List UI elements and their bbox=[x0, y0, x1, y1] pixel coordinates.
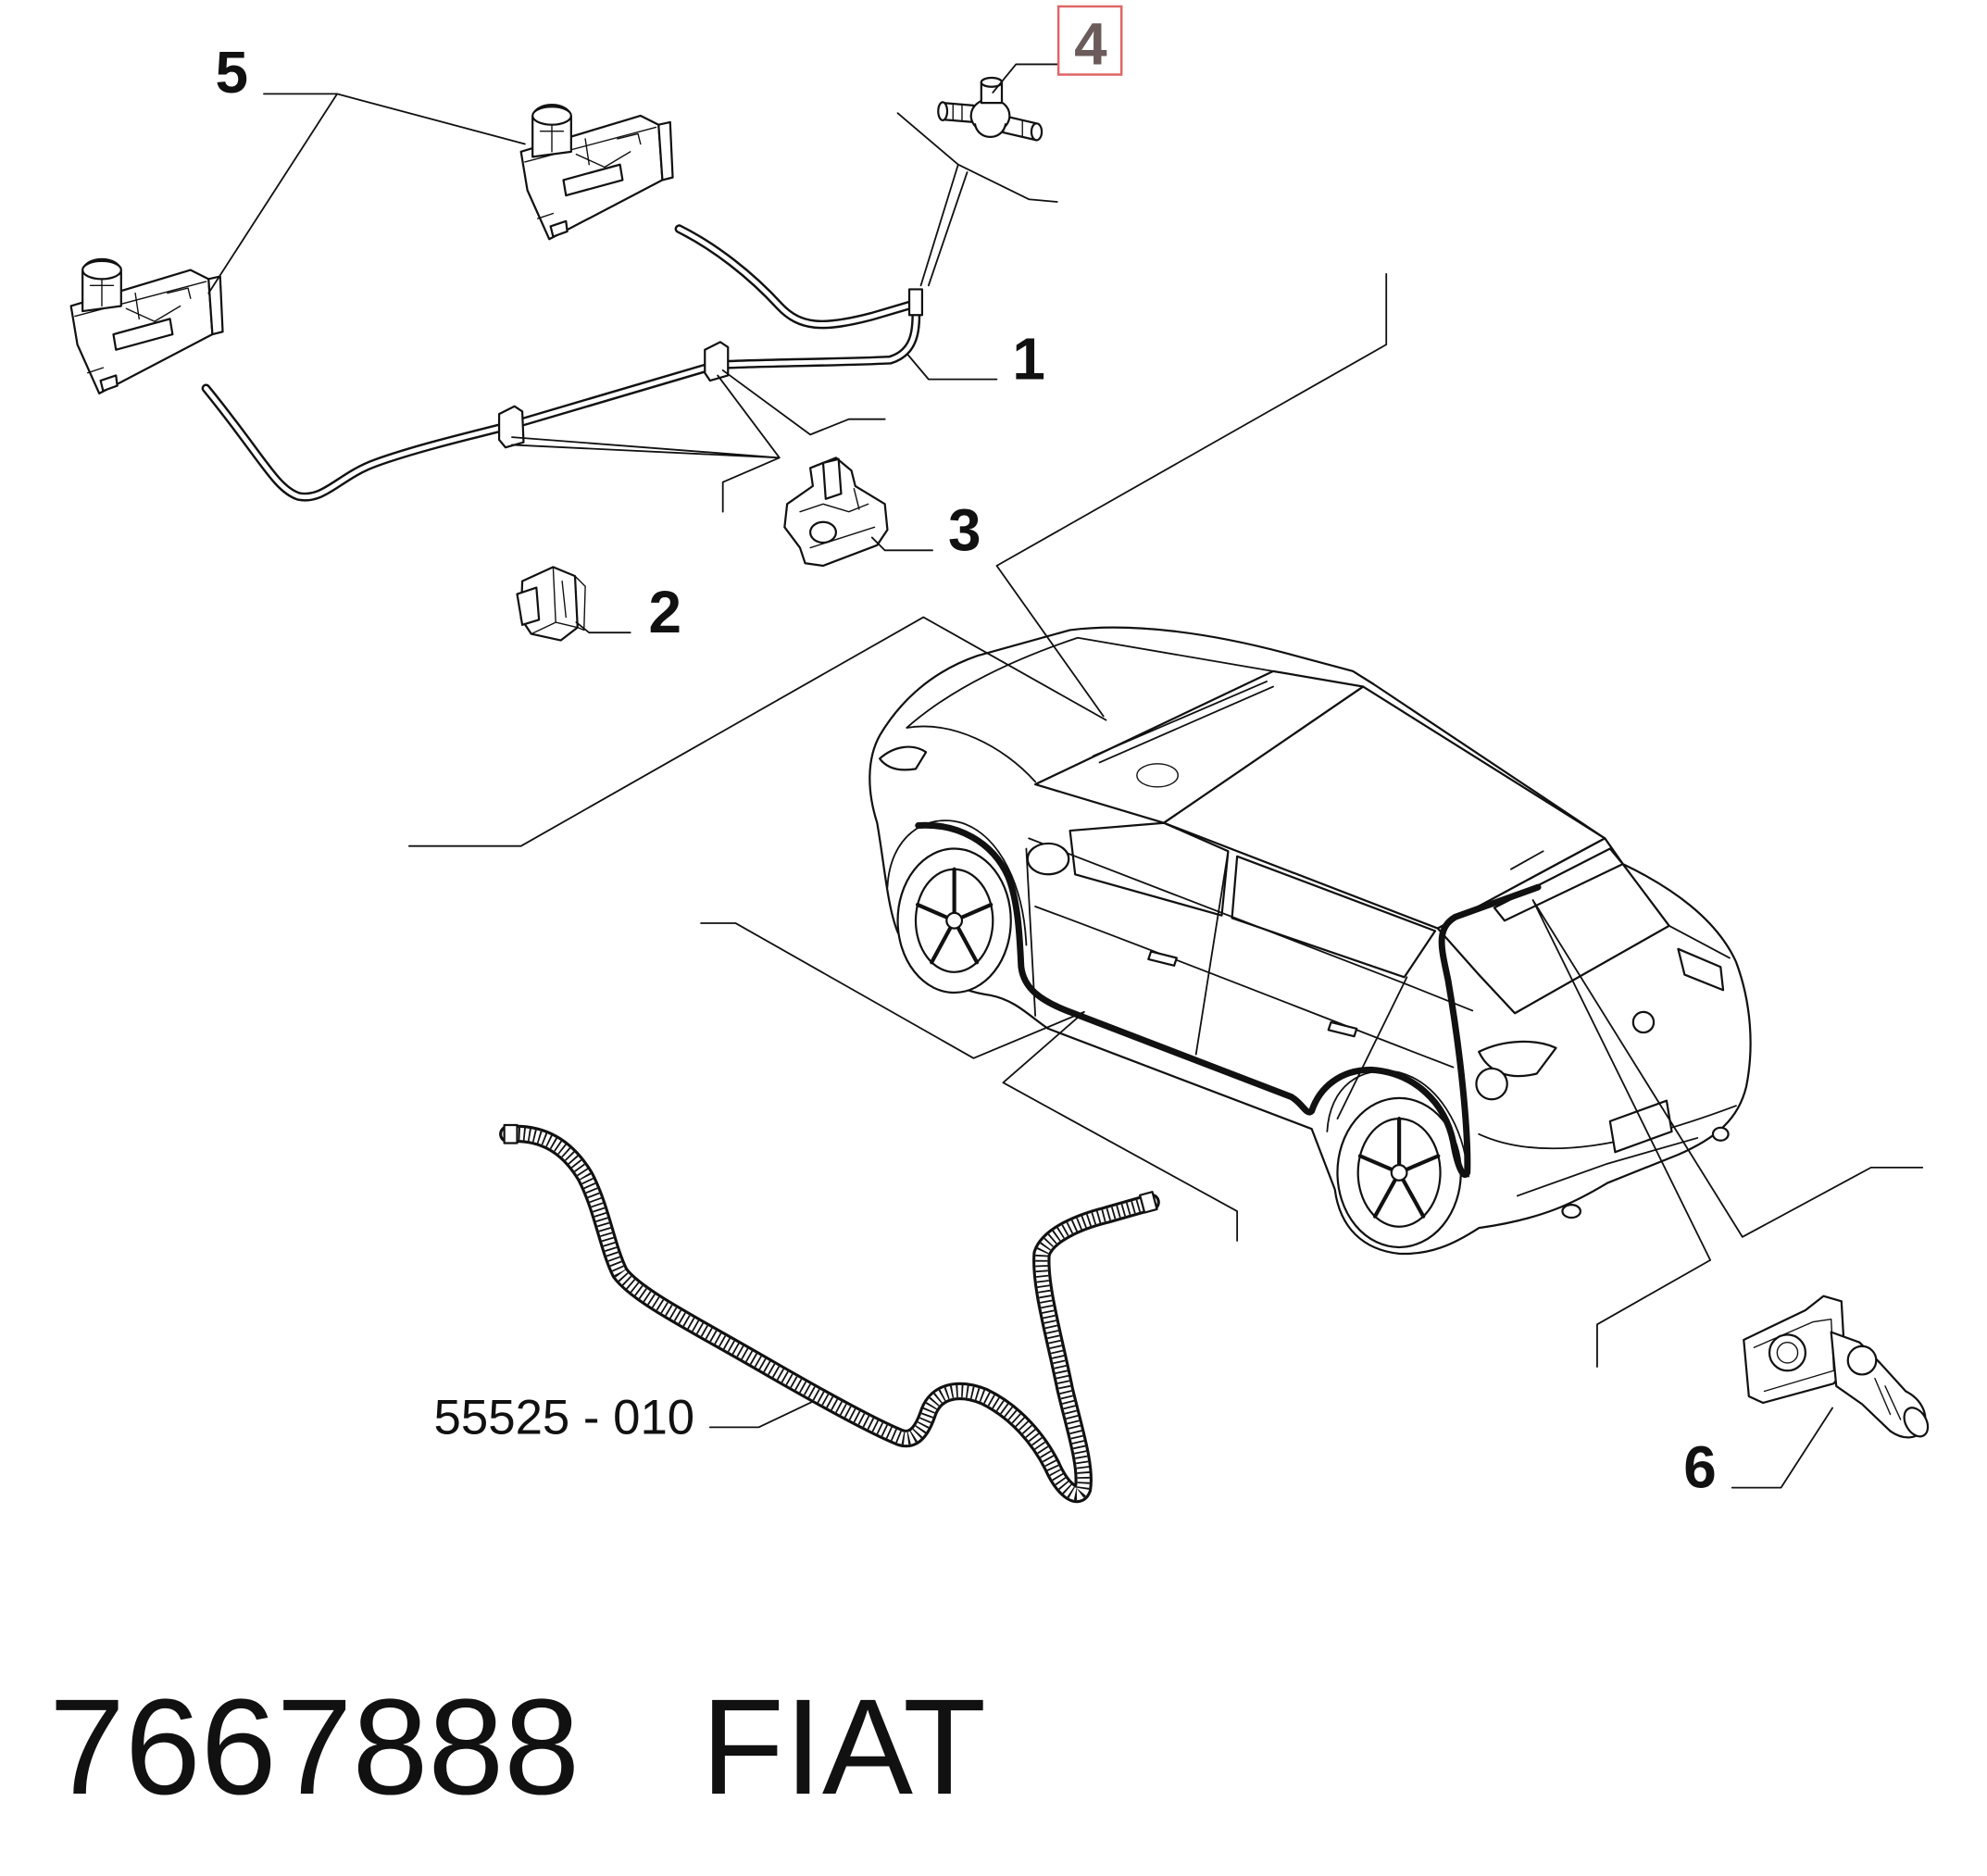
car-side-mirror bbox=[1026, 842, 1070, 876]
car-rear-side-window bbox=[1231, 855, 1437, 979]
footer-part-code: 7667888 bbox=[49, 1671, 580, 1823]
tee-connector-part-4 bbox=[937, 76, 1043, 142]
leader-callout-5 bbox=[207, 93, 526, 294]
washer-nozzle-part-5-upper bbox=[519, 104, 674, 241]
leader-callout-2 bbox=[575, 621, 631, 634]
hose-junction-fitting bbox=[907, 288, 924, 317]
footer-brand: FIAT bbox=[701, 1671, 986, 1823]
leader-callout-1 bbox=[906, 354, 998, 381]
callout-4-label: 4 bbox=[1074, 10, 1107, 77]
car-exhaust-left bbox=[1561, 1204, 1582, 1219]
hose-part-number-label: 55525 - 010 bbox=[434, 1390, 695, 1445]
car-routed-washer-hose bbox=[915, 821, 1542, 1178]
car-tail-light-far bbox=[1677, 947, 1725, 992]
car-spoiler bbox=[1493, 847, 1624, 922]
leader-hose-junction bbox=[896, 112, 1058, 287]
car-wheel-arches bbox=[886, 819, 1469, 1178]
leader-sill-hose bbox=[700, 922, 1239, 1242]
leader-rear-nozzle bbox=[1531, 899, 1924, 1369]
callout-1-label: 1 bbox=[1012, 326, 1045, 393]
car-illustration bbox=[869, 626, 1752, 1256]
leader-windshield-left bbox=[407, 616, 1107, 847]
washer-hose-part-1 bbox=[201, 224, 924, 502]
callout-5-label: 5 bbox=[215, 39, 248, 106]
corrugated-hose-55525-010 bbox=[499, 1123, 1160, 1504]
car-headlight bbox=[878, 745, 928, 771]
leader-hose-clips bbox=[511, 369, 886, 513]
leader-callout-4 bbox=[992, 63, 1060, 94]
car-door-handle-front bbox=[1147, 950, 1178, 967]
washer-nozzle-part-6 bbox=[1743, 1294, 1930, 1439]
hose-clip-part-2 bbox=[516, 566, 586, 642]
callout-2-label: 2 bbox=[648, 579, 681, 645]
callout-3-label: 3 bbox=[948, 496, 981, 563]
car-front-wheel bbox=[896, 847, 1012, 994]
car-badge bbox=[1631, 1010, 1656, 1034]
callout-4-highlight-box bbox=[1056, 5, 1123, 76]
car-exhaust-right bbox=[1711, 1126, 1730, 1142]
car-rear-wheel bbox=[1336, 1096, 1462, 1249]
hose-clip-on-hose-lower bbox=[497, 405, 525, 449]
callout-6-label: 6 bbox=[1683, 1434, 1717, 1501]
hose-clip-on-hose-upper bbox=[704, 341, 730, 382]
car-steering-wheel bbox=[1136, 763, 1179, 788]
leader-callout-6 bbox=[1731, 1407, 1833, 1489]
car-hood-lines bbox=[906, 636, 1274, 783]
car-antenna bbox=[1510, 850, 1544, 870]
leader-windshield-right bbox=[995, 272, 1388, 718]
leader-lines bbox=[207, 63, 1924, 1489]
washer-nozzle-part-5-lower bbox=[69, 257, 224, 395]
leader-hose-part-number bbox=[708, 1400, 814, 1429]
car-front-side-window bbox=[1068, 821, 1230, 917]
car-side-lines bbox=[1025, 837, 1474, 1120]
car-round-lamp bbox=[1475, 1067, 1508, 1101]
car-tailgate-lines bbox=[1478, 924, 1737, 1197]
leader-callout-3 bbox=[870, 536, 933, 552]
hose-clip-part-3 bbox=[783, 456, 889, 568]
car-license-plate bbox=[1608, 1099, 1673, 1154]
car-door-handle-rear bbox=[1327, 1020, 1358, 1038]
car-wiper bbox=[1092, 681, 1274, 764]
